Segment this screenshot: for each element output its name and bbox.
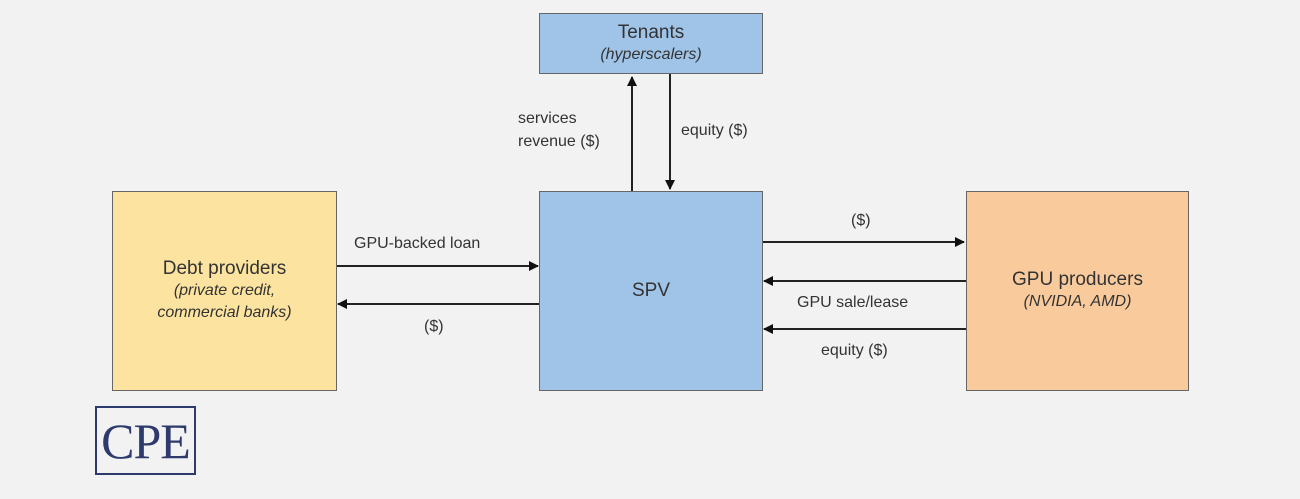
gpu-producers-subtitle: (NVIDIA, AMD) [1023, 293, 1132, 310]
tenants-node: Tenants (hyperscalers) [539, 13, 763, 74]
debt-providers-node: Debt providers (private credit, commerci… [112, 191, 337, 391]
tenants-title: Tenants [617, 21, 685, 43]
label-gpu-equity: equity ($) [821, 342, 888, 359]
label-services-revenue-2: revenue ($) [518, 133, 600, 150]
cpe-logo: CPE [95, 406, 196, 475]
tenants-subtitle: (hyperscalers) [600, 45, 702, 63]
gpu-producers-title: GPU producers [1012, 269, 1143, 290]
spv-title: SPV [631, 280, 671, 301]
debt-providers-subtitle-2: commercial banks) [157, 304, 292, 321]
gpu-producers-node: GPU producers (NVIDIA, AMD) [966, 191, 1189, 391]
label-debt-repayment: ($) [424, 318, 444, 335]
debt-providers-subtitle-1: (private credit, [173, 282, 276, 299]
label-payment-to-gpu: ($) [851, 212, 871, 229]
spv-node: SPV [539, 191, 763, 391]
label-gpu-backed-loan: GPU-backed loan [354, 235, 481, 252]
label-gpu-sale-lease: GPU sale/lease [797, 294, 909, 311]
label-tenant-equity: equity ($) [681, 122, 748, 139]
label-services-revenue-1: services [518, 110, 577, 127]
debt-providers-title: Debt providers [162, 258, 287, 279]
